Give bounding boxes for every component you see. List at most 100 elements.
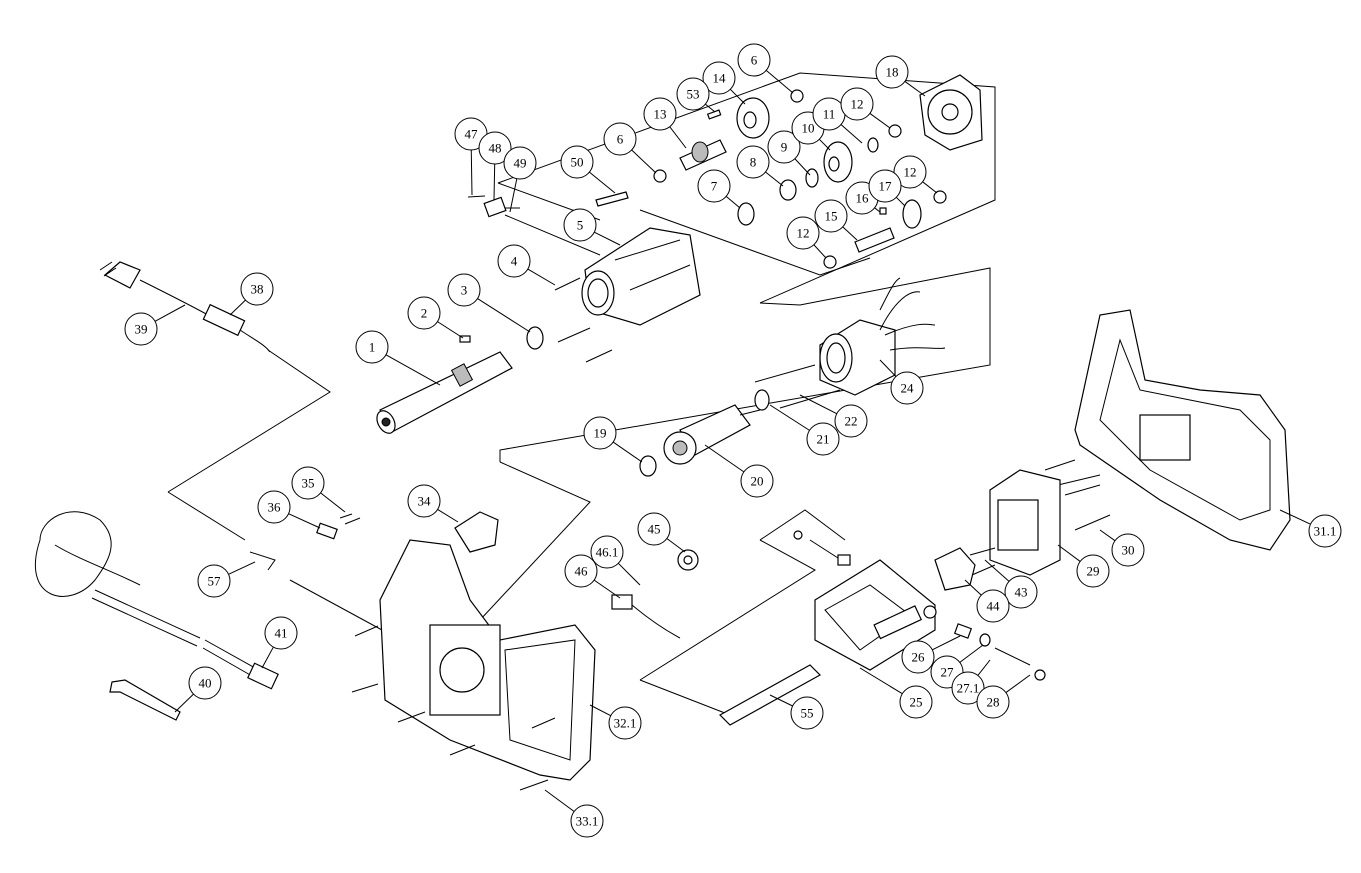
- callout-48: 48: [478, 131, 512, 201]
- callout-circle: [1308, 514, 1342, 548]
- callout-leader-line: [725, 195, 741, 209]
- callout-number: 3: [461, 283, 468, 298]
- callout-number: 26: [912, 650, 926, 665]
- callout-circle: [583, 416, 617, 450]
- callout-number: 28: [987, 695, 1000, 710]
- callout-49: 49: [503, 146, 537, 213]
- callout-9: 9: [767, 130, 811, 176]
- callout-circle: [702, 61, 736, 95]
- callout-12: 12: [840, 87, 891, 129]
- callout-36: 36: [257, 490, 321, 529]
- callout-number: 2: [421, 306, 428, 321]
- callout-circle: [976, 589, 1010, 623]
- callout-34: 34: [407, 484, 459, 523]
- callout-leader-line: [794, 158, 811, 176]
- callout-circle: [240, 272, 274, 306]
- washer-part: [526, 326, 544, 350]
- callout-leader-line: [617, 562, 641, 586]
- callout-circle: [497, 244, 531, 278]
- callout-number: 12: [851, 97, 864, 112]
- callout-circle: [806, 422, 840, 456]
- callout-46: 46: [564, 554, 621, 599]
- callout-number: 39: [135, 322, 148, 337]
- callout-circle: [608, 706, 642, 740]
- callout-12: 12: [786, 216, 827, 259]
- stator-part: [819, 277, 946, 396]
- callout-circle: [786, 216, 820, 250]
- right-handle-housing-part: [1074, 309, 1291, 551]
- pin-part: [595, 191, 629, 207]
- callout-26: 26: [901, 635, 961, 674]
- callout-circle: [447, 273, 481, 307]
- callout-circle: [697, 169, 731, 203]
- long-screws-part: [754, 364, 816, 383]
- callout-number: 30: [1122, 543, 1135, 558]
- callout-28: 28: [976, 674, 1031, 719]
- capacitor-part: [611, 594, 633, 610]
- callout-number: 27: [941, 665, 955, 680]
- power-cord-part: [99, 261, 271, 353]
- callout-number: 47: [465, 127, 479, 142]
- motor-housing-part: [989, 469, 1061, 576]
- callout-circle: [868, 169, 902, 203]
- callout-number: 29: [1087, 564, 1100, 579]
- callout-leader-line: [842, 226, 858, 241]
- callout-leader-line: [932, 635, 961, 651]
- callout-number: 25: [910, 695, 923, 710]
- callout-14: 14: [702, 61, 746, 105]
- callout-number: 9: [781, 140, 788, 155]
- callout-circle: [563, 208, 597, 242]
- callout-5: 5: [563, 208, 621, 246]
- callout-leader-line: [704, 444, 745, 473]
- callout-leader-line: [765, 171, 784, 187]
- callout-22: 22: [799, 394, 868, 438]
- callout-leader-line: [964, 579, 982, 596]
- callout-leader-line: [799, 394, 837, 415]
- callout-circle: [643, 97, 677, 131]
- callout-circle: [1111, 533, 1145, 567]
- callout-number: 32.1: [614, 716, 637, 731]
- gearbox-housing-part: [581, 227, 701, 326]
- callout-leader-line: [904, 81, 926, 97]
- callout-number: 15: [825, 209, 838, 224]
- callout-number: 17: [879, 179, 893, 194]
- callout-circle: [564, 554, 598, 588]
- callout-number: 12: [904, 165, 917, 180]
- callout-leader-line: [589, 171, 616, 194]
- callout-circle: [264, 616, 298, 650]
- callout-number: 43: [1015, 585, 1028, 600]
- callout-leader-line: [594, 231, 621, 246]
- gearbox-case-part: [814, 559, 937, 671]
- callout-circle: [901, 640, 935, 674]
- callout-38: 38: [229, 272, 274, 316]
- callout-number: 46.1: [596, 545, 619, 560]
- callout-leader-line: [437, 321, 464, 339]
- callout-leader-line: [229, 299, 246, 316]
- callout-circle: [407, 296, 441, 330]
- callout-number: 57: [208, 574, 222, 589]
- callout-number: 31.1: [1314, 524, 1337, 539]
- callout-number: 46: [575, 564, 589, 579]
- callout-leader-line: [769, 404, 810, 431]
- callout-number: 44: [987, 599, 1001, 614]
- callout-leader-line: [589, 704, 612, 717]
- callout-circle: [890, 371, 924, 405]
- callout-17: 17: [868, 169, 906, 207]
- callout-leader-line: [922, 181, 938, 194]
- callout-leader-line: [1099, 529, 1116, 542]
- callout-leader-line: [174, 693, 194, 713]
- callout-number: 48: [489, 141, 502, 156]
- callout-leader-line: [879, 359, 897, 377]
- callout-circle: [257, 490, 291, 524]
- callout-7: 7: [697, 169, 741, 209]
- callout-number: 13: [654, 107, 667, 122]
- callout-29: 29: [1057, 544, 1110, 588]
- callout-6: 6: [603, 122, 657, 174]
- callout-circle: [1004, 575, 1038, 609]
- callout-leader-line: [1279, 509, 1311, 525]
- callout-number: 34: [418, 494, 432, 509]
- housing-screws-part: [554, 277, 613, 363]
- callout-leader-line: [869, 113, 891, 129]
- long-screw-part: [779, 389, 841, 409]
